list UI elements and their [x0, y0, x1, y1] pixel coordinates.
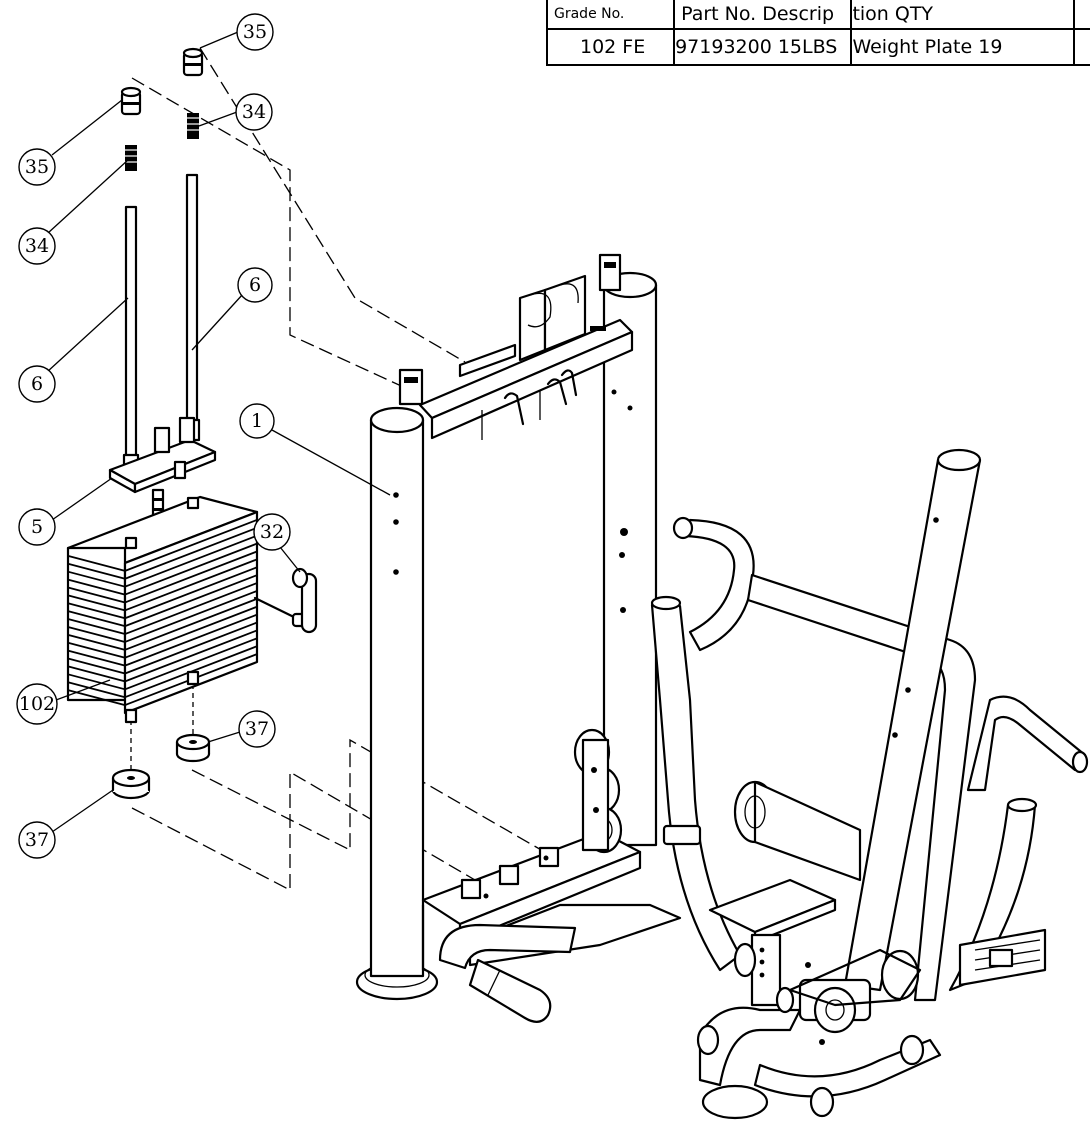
callout-102: 102: [16, 679, 111, 725]
rubber-bumper-right: [175, 733, 211, 763]
svg-text:32: 32: [260, 521, 284, 543]
front-upright-tube: [369, 406, 425, 978]
callout-37-left: 37: [18, 789, 114, 859]
main-frame: [355, 253, 682, 1023]
rear-upright-tube: [598, 253, 658, 847]
weight-stack-assembly: [66, 47, 318, 800]
top-cross-beam: [398, 274, 634, 440]
parts-table-header: Grade No. Part No. Descrip tion QTY: [545, 0, 1090, 30]
callout-5: 5: [18, 477, 113, 546]
cell-grade-no: 102 FE: [545, 28, 676, 66]
svg-text:35: 35: [243, 21, 267, 43]
parts-table: Grade No. Part No. Descrip tion QTY 102 …: [545, 0, 1090, 66]
svg-text:37: 37: [245, 718, 269, 740]
svg-text:35: 35: [25, 156, 49, 178]
callout-6-left: 6: [18, 297, 129, 403]
spring-right: [187, 113, 199, 139]
svg-text:1: 1: [251, 410, 263, 432]
lower-handle-tube: [438, 923, 577, 1023]
svg-text:34: 34: [25, 235, 49, 257]
svg-text:102: 102: [19, 693, 55, 715]
svg-text:37: 37: [25, 829, 49, 851]
table-row: 102 FE 97193200 15LBS Weight Plate 19: [545, 28, 1090, 66]
svg-text:6: 6: [249, 274, 261, 296]
spring-left: [125, 145, 137, 171]
callout-35-top: 35: [199, 13, 274, 51]
svg-text:5: 5: [31, 516, 43, 538]
svg-text:34: 34: [242, 101, 266, 123]
cell-description: Weight Plate 19: [850, 28, 1076, 66]
callout-6-right: 6: [191, 267, 273, 351]
cell-qty: [1073, 28, 1090, 66]
callout-35-left: 35: [18, 99, 123, 186]
guide-rod-left: [122, 205, 140, 477]
press-arm-assembly: [650, 448, 1089, 1120]
header-grade-no: Grade No.: [545, 0, 676, 30]
weight-plates: [66, 495, 259, 724]
header-description: tion QTY: [850, 0, 1076, 30]
guide-rod-right: [183, 173, 201, 442]
header-part-no: Part No. Descrip: [673, 0, 853, 30]
rod-cap-left: [120, 86, 142, 116]
callout-1: 1: [239, 403, 391, 496]
pulley-stack: [573, 728, 623, 854]
selector-pin: [253, 567, 318, 634]
rod-cap-right: [182, 47, 204, 77]
callout-34-top: 34: [198, 93, 273, 131]
callout-34-left: 34: [18, 159, 129, 265]
callout-32: 32: [253, 513, 301, 573]
rubber-bumper-left: [111, 768, 151, 800]
top-plate-bracket: [108, 416, 217, 532]
svg-text:6: 6: [31, 373, 43, 395]
callout-labels: 35 34 35 34 6 6 1: [16, 13, 391, 859]
cell-part-no: 97193200 15LBS: [673, 28, 853, 66]
header-qty: [1073, 0, 1090, 30]
callout-37-right: 37: [207, 710, 276, 748]
